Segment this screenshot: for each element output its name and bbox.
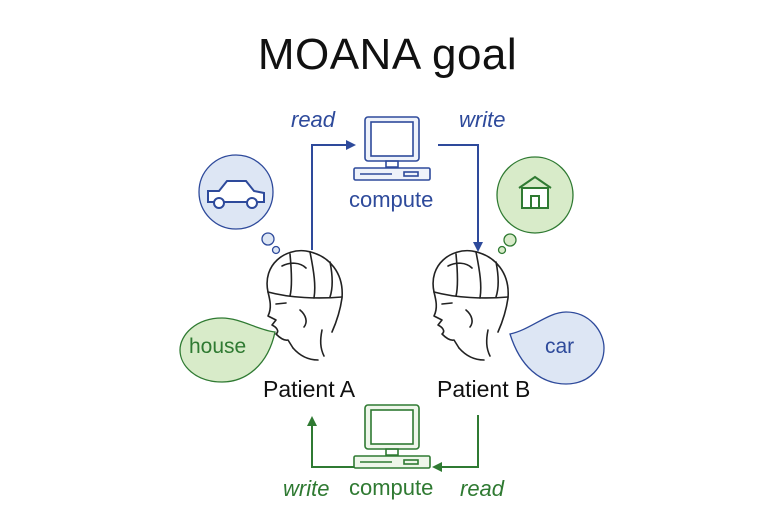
bottom-compute-label: compute (349, 475, 434, 500)
speech-a-text: house (189, 335, 247, 358)
top-write-label: write (459, 107, 506, 132)
house-icon (518, 175, 552, 209)
bottom-read-label: read (460, 476, 505, 501)
top-read-label: read (291, 107, 336, 132)
patient-a-label: Patient A (263, 376, 356, 402)
bottom-write-label: write (283, 476, 330, 501)
arrow-read-bottom (432, 415, 479, 472)
patient-b-label: Patient B (437, 376, 531, 402)
head-a-icon (266, 249, 343, 361)
computer-bottom-icon (353, 404, 431, 469)
computer-top-icon (353, 116, 431, 181)
thought-bubble-a (198, 154, 281, 255)
head-b-icon (432, 249, 509, 361)
speech-bubble-b (509, 311, 605, 385)
arrow-write-top (438, 144, 483, 252)
page-title: MOANA goal (257, 30, 518, 79)
top-compute-label: compute (349, 187, 434, 212)
car-icon (207, 180, 265, 209)
speech-bubble-a (179, 317, 276, 383)
speech-b-text: car (545, 335, 575, 358)
arrow-write-bottom (307, 416, 354, 468)
arrow-read-top (311, 140, 356, 250)
